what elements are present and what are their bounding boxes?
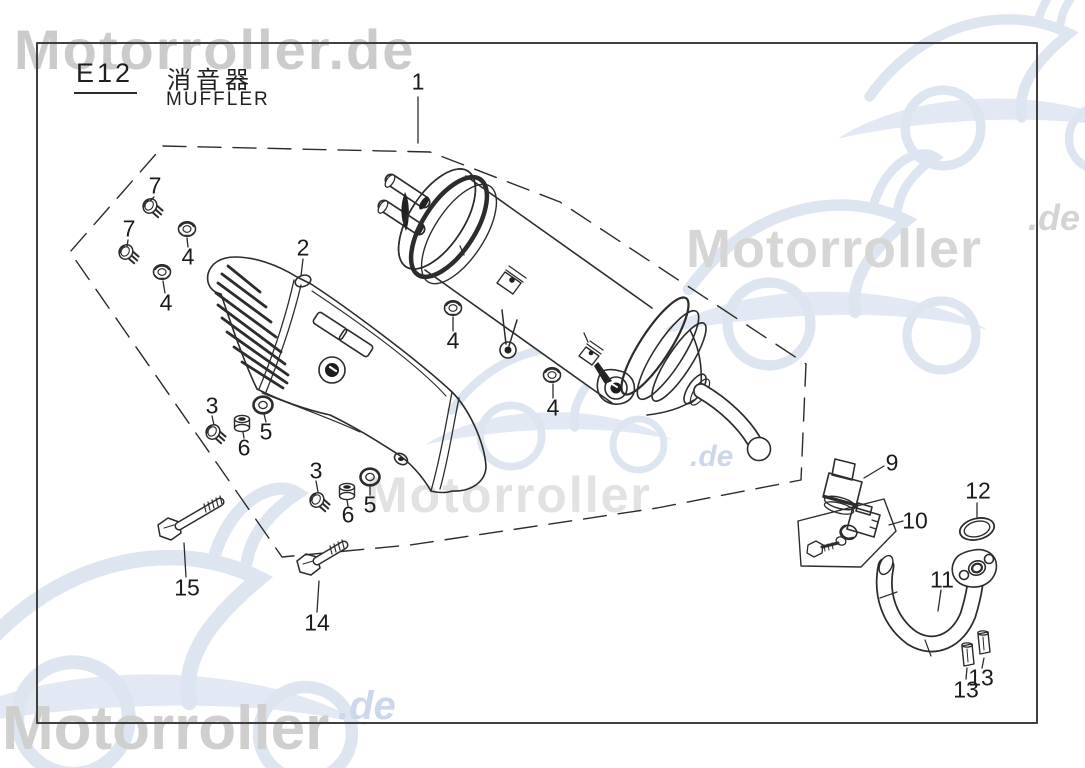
bushing-6-a [233,414,251,433]
callout-4-c: 4 [446,327,460,354]
nut-4-c [443,299,463,317]
watermark-center-de: .de [690,440,734,473]
screw-7-upper [139,194,168,222]
section-code: E12 [74,58,138,94]
callout-10: 10 [902,507,928,534]
shield-ribs [214,264,290,390]
o2-sensor-group-10 [797,498,897,568]
bolt-14 [296,539,349,576]
callout-5-b: 5 [363,491,377,518]
callout-4-b: 4 [159,289,173,316]
callout-12: 12 [965,477,991,504]
nut-4-a [177,220,197,238]
grommet-5-a [252,395,274,415]
callout-3-b: 3 [309,457,323,484]
diagram-frame [36,42,1038,724]
callout-11: 11 [930,566,954,593]
watermark-center: Motorroller [366,467,652,523]
watermark-mid-right: Motorroller [686,219,983,279]
nut-4-d [542,366,562,384]
callout-6-a: 6 [237,434,251,461]
grommet-5-b [359,467,381,487]
callout-7-b: 7 [122,215,136,242]
callout-4-d: 4 [546,394,560,421]
screw-3-b [306,488,335,516]
nut-4-b [152,263,172,281]
screw-7-lower [115,240,144,268]
callout-7-a: 7 [148,172,162,199]
callout-13-a: 13 [953,676,979,703]
callout-14: 14 [304,609,330,636]
header-pipe-11 [875,548,998,657]
heat-shield [206,256,487,494]
callout-13-b: 13 [968,664,994,691]
watermark-bottom: Motorroller [2,694,330,763]
callout-9: 9 [885,449,899,476]
callout-1: 1 [411,68,425,95]
stud-13-a [960,642,975,667]
exploded-group-boundary [69,145,807,558]
gasket-ring-12 [958,517,996,541]
callout-3-a: 3 [205,392,219,419]
callout-15: 15 [174,574,200,601]
callout-leader-lines [126,96,985,680]
watermark-bottom-de: .de [338,684,396,728]
bolt-15 [157,495,225,541]
muffler-body [377,168,772,462]
screw-3-a [202,420,231,448]
section-title-english: MUFFLER [166,89,270,110]
section-title-chinese: 消音器 [167,67,254,94]
bushing-6-b [338,482,356,501]
stud-13-b [976,630,991,655]
callout-2: 2 [296,234,310,261]
callout-6-b: 6 [341,501,355,528]
callout-5-a: 5 [259,418,273,445]
callout-4-a: 4 [181,243,195,270]
watermark-top: Motorroller.de [14,18,416,81]
